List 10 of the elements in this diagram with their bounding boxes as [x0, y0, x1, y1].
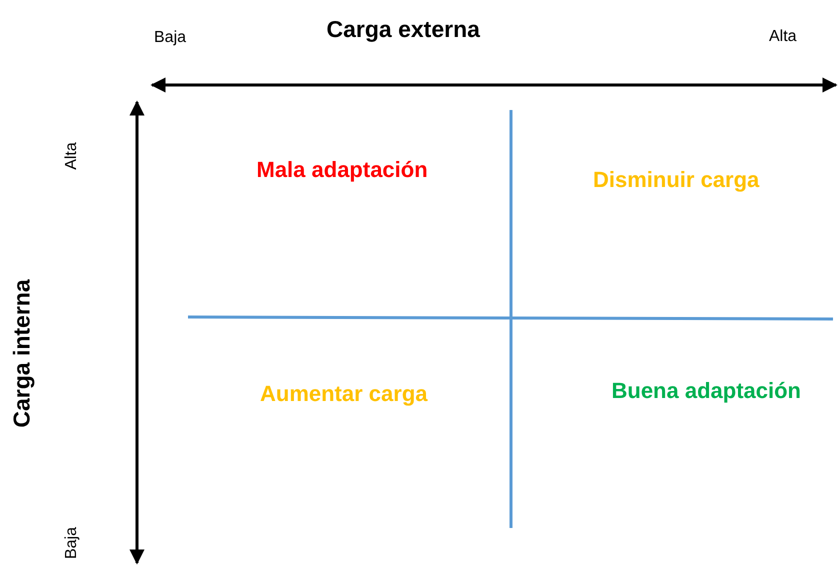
quadrant-label: Disminuir carga [593, 169, 760, 191]
axis-value-label: Alta [64, 142, 80, 170]
axis-value-label: Baja [64, 526, 80, 560]
quadrant-label: Mala adaptación [256, 159, 428, 181]
axis-title: Carga interna [10, 278, 34, 428]
axis-value-label: Baja [154, 30, 186, 46]
quadrant-label: Buena adaptación [612, 380, 801, 402]
quadrant-label: Aumentar carga [260, 383, 428, 405]
axis-value-label: Alta [769, 29, 797, 45]
axis-title: Carga externa [326, 18, 480, 40]
